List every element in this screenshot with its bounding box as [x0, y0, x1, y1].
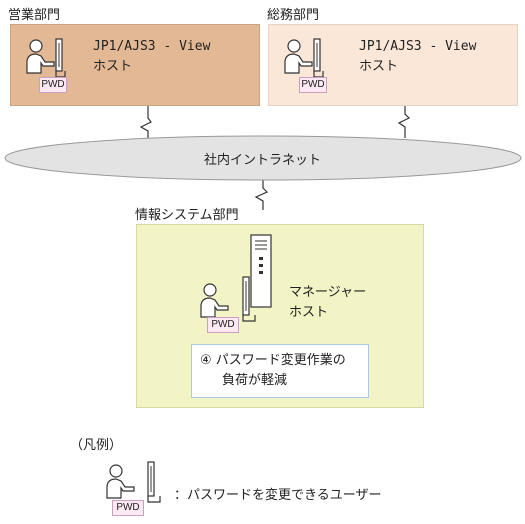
general-dept-box: PWD JP1/AJS3 - View ホスト [268, 24, 518, 106]
network-it-link [254, 180, 269, 210]
note-line1: ④ パスワード変更作業の [200, 353, 346, 368]
intranet-label: 社内イントラネット [203, 153, 321, 168]
server-icon [250, 234, 272, 308]
note-box: ④ パスワード変更作業の 負荷が軽減 [191, 344, 369, 398]
it-dept-label: 情報システム部門 [135, 208, 239, 223]
it-pwd-badge: PWD [207, 317, 239, 333]
manager-host-line2: ホスト [289, 305, 329, 320]
sales-dept-box: PWD JP1/AJS3 - View ホスト [10, 24, 260, 106]
general-network-link [397, 106, 411, 138]
user-pc-icon [106, 461, 161, 503]
user-pc-icon [26, 38, 66, 78]
note-line2: 負荷が軽減 [222, 373, 288, 388]
legend-description: ：パスワードを変更できるユーザー [174, 488, 382, 503]
manager-host-line1: マネージャー [289, 285, 367, 300]
sales-host-line2: ホスト [93, 59, 133, 74]
intranet-ellipse [4, 135, 522, 181]
general-dept-label: 総務部門 [267, 8, 320, 23]
general-host-line2: ホスト [359, 59, 399, 74]
sales-host-line1: JP1/AJS3 - View [93, 39, 211, 54]
sales-network-link [139, 106, 152, 139]
general-host-line1: JP1/AJS3 - View [359, 39, 477, 54]
sales-pwd-badge: PWD [39, 77, 67, 93]
user-pc-icon [200, 276, 256, 322]
sales-dept-label: 営業部門 [8, 8, 61, 23]
it-dept-box: PWD マネージャー ホスト ④ パスワード変更作業の 負荷が軽減 [136, 224, 424, 408]
legend-title: （凡例） [70, 438, 123, 453]
general-pwd-badge: PWD [299, 77, 327, 93]
legend-pwd-badge: PWD [112, 500, 144, 516]
